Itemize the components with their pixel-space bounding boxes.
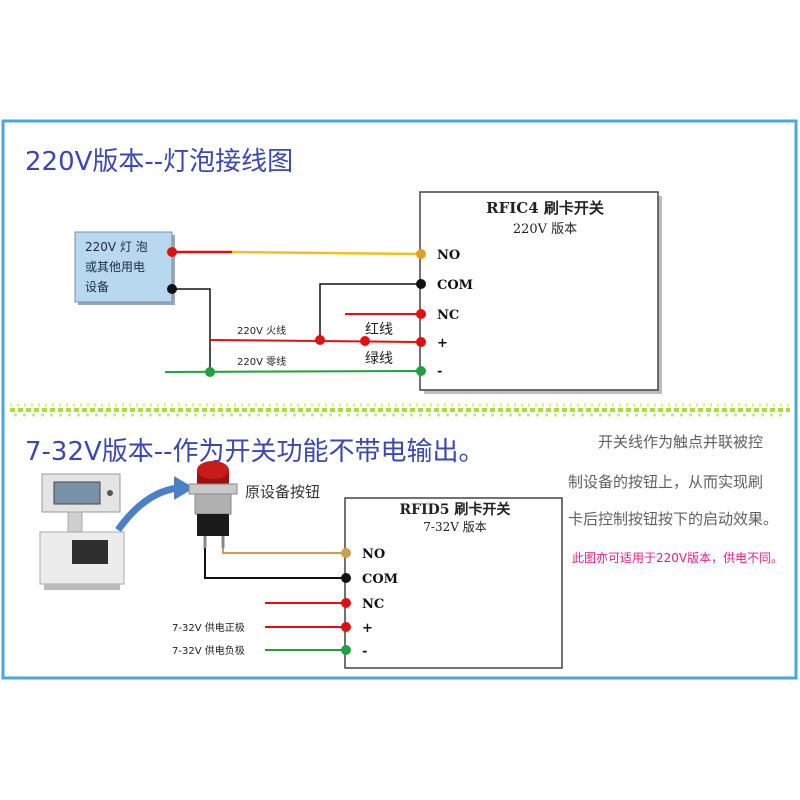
device-line-1: 220V 灯 泡 xyxy=(85,240,148,254)
button-label: 原设备按钮 xyxy=(245,483,320,501)
supply-positive-label: 7-32V 供电正极 xyxy=(172,621,245,634)
bottom-no-wire xyxy=(222,548,346,554)
top-com-dot xyxy=(416,279,426,289)
top-terminal-minus-label: - xyxy=(437,364,442,379)
machine-screen xyxy=(53,481,101,505)
bottom-com-dot xyxy=(341,573,351,583)
live-wire-label: 220V 火线 xyxy=(237,324,286,337)
note-line-2: 制设备的按钮上，从而实现刷 xyxy=(568,473,763,491)
machine-base xyxy=(44,584,120,590)
com-black-wire xyxy=(319,283,420,340)
neutral-green-wire xyxy=(164,370,421,373)
top-module-name: RFIC4 刷卡开关 xyxy=(486,199,604,217)
arrow-curve xyxy=(115,484,179,533)
top-no-dot xyxy=(416,249,426,259)
neutral-color-label: 绿线 xyxy=(365,351,393,367)
top-plus-dot xyxy=(416,337,426,347)
bottom-terminal-no-label: NO xyxy=(362,547,385,562)
bottom-terminal-nc-label: NC xyxy=(362,597,384,612)
bottom-terminal-minus-label: - xyxy=(362,644,367,659)
separator xyxy=(10,403,790,417)
neutral-junction xyxy=(205,367,215,377)
button-cap xyxy=(197,461,229,479)
arrow xyxy=(115,476,194,533)
bottom-module-version: 7-32V 版本 xyxy=(423,520,486,534)
bottom-wires: 7-32V 供电正极 7-32V 供电负极 xyxy=(172,548,351,657)
device-black-terminal xyxy=(167,284,177,294)
bottom-com-wire xyxy=(204,548,346,579)
button-nut xyxy=(188,483,238,495)
bottom-plus-dot xyxy=(341,622,351,632)
device-red-terminal xyxy=(167,247,177,257)
note-line-3: 卡后控制按钮按下的启动效果。 xyxy=(568,510,778,528)
note-pink: 此图亦可适用于220V版本，供电不同。 xyxy=(572,550,783,565)
bottom-terminal-com-label: COM xyxy=(362,572,398,587)
device-box xyxy=(74,231,173,303)
bottom-minus-dot xyxy=(341,645,351,655)
button-thread xyxy=(194,493,232,515)
top-nc-dot xyxy=(416,309,426,319)
live-junction-2 xyxy=(360,336,370,346)
top-terminal-nc-label: NC xyxy=(437,308,459,323)
live-red-wire xyxy=(209,339,421,343)
top-module-box xyxy=(419,191,659,391)
bottom-title: 7-32V版本--作为开关功能不带电输出。 xyxy=(25,437,485,467)
top-wires: 220V 火线 红线 220V 零线 绿线 xyxy=(164,247,426,377)
top-module-version: 220V 版本 xyxy=(513,222,577,237)
bottom-terminal-plus-label: + xyxy=(362,621,373,636)
top-module: RFIC4 刷卡开关 220V 版本 NO COM NC + - xyxy=(419,191,662,394)
live-color-label: 红线 xyxy=(365,322,393,338)
top-minus-dot xyxy=(416,366,426,376)
push-button-image xyxy=(188,461,238,548)
supply-negative-label: 7-32V 供电负极 xyxy=(172,644,245,657)
arrow-head xyxy=(174,476,194,500)
device-line-2: 或其他用电 xyxy=(85,260,145,274)
machine-image xyxy=(39,473,125,590)
bottom-module-box xyxy=(344,497,563,669)
machine-motor xyxy=(72,540,108,564)
top-terminal-no-label: NO xyxy=(437,248,460,263)
top-terminal-com-label: COM xyxy=(437,278,473,293)
machine-knob xyxy=(107,490,113,496)
bottom-module-name: RFID5 刷卡开关 xyxy=(400,501,511,518)
neutral-wire-label: 220V 零线 xyxy=(237,355,286,368)
bottom-module: RFID5 刷卡开关 7-32V 版本 NO COM NC + - xyxy=(344,497,563,669)
bottom-no-dot xyxy=(341,548,351,558)
top-terminal-plus-label: + xyxy=(437,336,448,351)
note-line-1: 开关线作为触点并联被控 xyxy=(598,433,763,451)
live-junction-1 xyxy=(315,335,325,345)
no-yellow-wire xyxy=(231,250,421,256)
bottom-nc-dot xyxy=(341,598,351,608)
top-device: 220V 灯 泡 或其他用电 设备 xyxy=(74,231,175,305)
button-body xyxy=(197,514,229,536)
device-black-wire xyxy=(172,288,211,372)
device-line-3: 设备 xyxy=(85,280,109,294)
top-title: 220V版本--灯泡接线图 xyxy=(25,147,293,177)
